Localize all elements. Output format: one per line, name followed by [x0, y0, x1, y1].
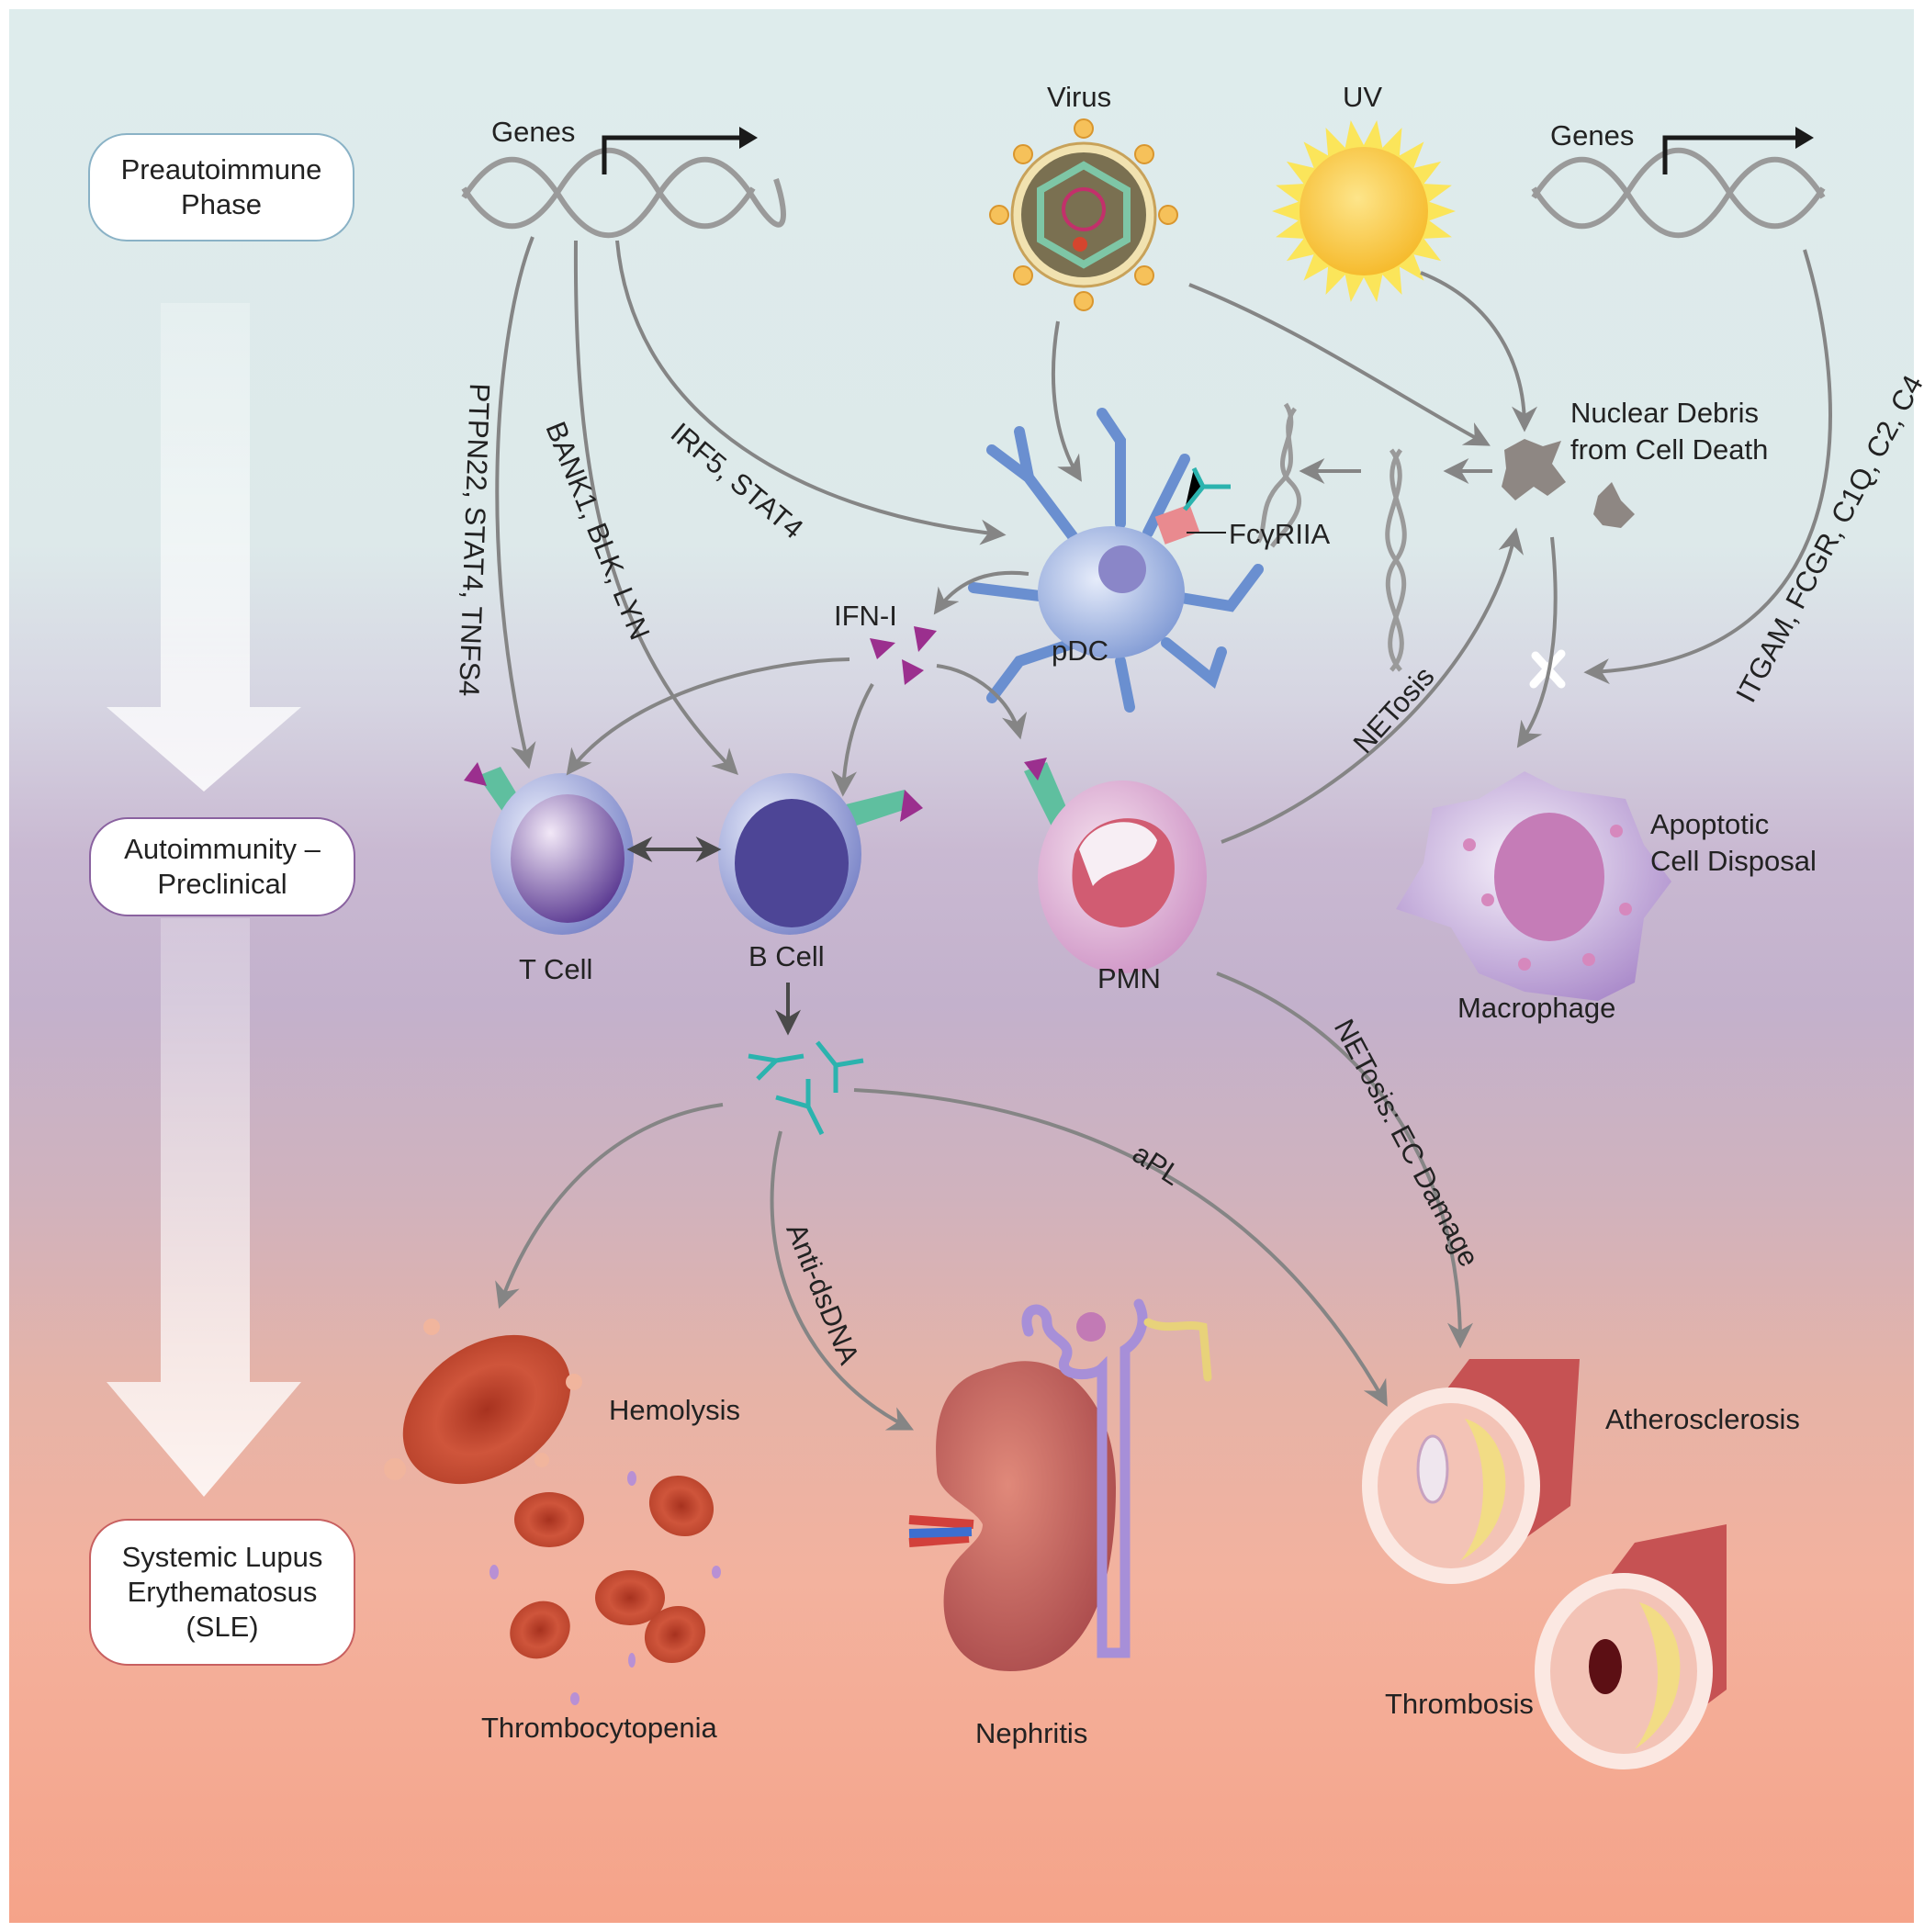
hemolysis-label: Hemolysis: [609, 1394, 740, 1426]
dna-helix-icon: [461, 147, 786, 239]
dna-helix-icon: [1531, 147, 1826, 239]
arrow-antibody-to-hemolysis: [495, 1103, 724, 1309]
phase-label-line: (SLE): [186, 1611, 259, 1643]
uv-sun-icon: [1272, 120, 1456, 302]
genes-label-right: Genes: [1550, 119, 1635, 152]
arrow-genes-clearance-block: [1583, 249, 1832, 685]
phase-box-sle: Systemic Lupus Erythematosus (SLE): [89, 1519, 355, 1666]
arrow-pdc-to-ifn: [933, 570, 1030, 615]
apoptotic-disposal-line1: Apoptotic: [1650, 808, 1770, 840]
virus-label: Virus: [1047, 81, 1112, 113]
atherosclerosis-label: Atherosclerosis: [1605, 1403, 1800, 1435]
t-cell-icon: [464, 762, 634, 935]
platelet-icon: [489, 1471, 721, 1705]
b-cell-label: B Cell: [748, 940, 825, 972]
nuclear-debris-label-line1: Nuclear Debris: [1570, 397, 1760, 429]
pdc-label: pDC: [1052, 635, 1109, 667]
phase-label-line: Erythematosus: [127, 1576, 318, 1608]
ifn-label: IFN-I: [834, 600, 897, 632]
pmn-cell-icon: [1024, 758, 1207, 973]
kidney-icon: [908, 1361, 1116, 1671]
transcription-arrowhead-icon: [739, 127, 758, 149]
nephron-icon: [1021, 1298, 1212, 1658]
thrombocytopenia-label: Thrombocytopenia: [481, 1712, 717, 1744]
phase-box-autoimmunity-preclinical: Autoimmunity – Preclinical: [89, 817, 355, 916]
macrophage-icon: [1396, 771, 1671, 1001]
arrow-pmn-to-atherosclerosis: [1216, 972, 1473, 1349]
arrow-antibody-to-atherosclerosis: [853, 1088, 1388, 1407]
phase-label-line: Preclinical: [157, 868, 287, 900]
arrow-ifn-to-tcell: [566, 657, 850, 776]
phase-progress-arrow-1: [107, 303, 301, 792]
apoptotic-disposal-label: Apoptotic Cell Disposal: [1650, 806, 1817, 880]
thrombocytopenia-rbc-icon: [510, 1475, 714, 1664]
arrow-ifn-to-pmn: [936, 664, 1028, 740]
t-cell-label: T Cell: [519, 953, 593, 985]
antibody-cluster-icon: [748, 1040, 864, 1136]
arrow-genes-to-pdc: [615, 240, 1007, 545]
b-cell-icon: [718, 773, 923, 935]
phase-progress-arrow-2: [107, 918, 301, 1497]
transcription-arrow-icon: [602, 135, 739, 174]
arrow-debris-to-macrophage: [1516, 536, 1558, 748]
arrow-virus-to-pdc: [1051, 320, 1082, 482]
macrophage-label: Macrophage: [1457, 992, 1616, 1024]
arrow-genes-to-bcell: [573, 240, 738, 775]
ifn-triangle-icon: [870, 626, 937, 685]
phase-box-preautoimmune: Preautoimmune Phase: [88, 133, 354, 242]
nuclear-debris-label-line2: from Cell Death: [1570, 433, 1769, 466]
virus-icon: [989, 118, 1178, 311]
phase-label-line: Preautoimmune: [120, 153, 322, 185]
atherosclerosis-artery-icon: [1362, 1359, 1580, 1584]
arrow-antibody-to-nephritis: [770, 1130, 915, 1431]
arrow-uv-to-debris: [1420, 271, 1537, 432]
thrombosis-label: Thrombosis: [1385, 1688, 1534, 1720]
dna-fragment-icon: [1255, 402, 1407, 672]
thrombosis-artery-icon: [1535, 1524, 1727, 1769]
pathway-arrows: [495, 236, 1832, 1431]
phase-label-line: Systemic Lupus: [121, 1541, 323, 1573]
phase-label-line: Autoimmunity –: [124, 833, 321, 865]
pdc-cell-icon: [968, 408, 1264, 713]
phase-label-line: Phase: [181, 188, 262, 220]
hemolysis-rbc-icon: [384, 1319, 582, 1485]
apoptotic-disposal-line2: Cell Disposal: [1650, 845, 1817, 877]
receptor-label: FcγRIIA: [1229, 518, 1331, 550]
arrow-pmn-netosis-to-debris: [1221, 527, 1524, 844]
nephritis-label: Nephritis: [975, 1717, 1088, 1749]
genes-label-left: Genes: [491, 116, 576, 148]
pmn-label: PMN: [1097, 962, 1161, 994]
arrow-virus-to-debris: [1188, 283, 1491, 446]
uv-label: UV: [1343, 81, 1383, 113]
arrow-ifn-to-bcell: [831, 683, 874, 797]
transcription-arrowhead-icon: [1795, 127, 1814, 149]
nuclear-debris-label: Nuclear Debris from Cell Death: [1570, 395, 1768, 468]
transcription-arrow-icon: [1662, 135, 1795, 174]
nuclear-debris-icon: [1502, 439, 1635, 528]
arrow-genes-to-tcell: [495, 236, 536, 769]
